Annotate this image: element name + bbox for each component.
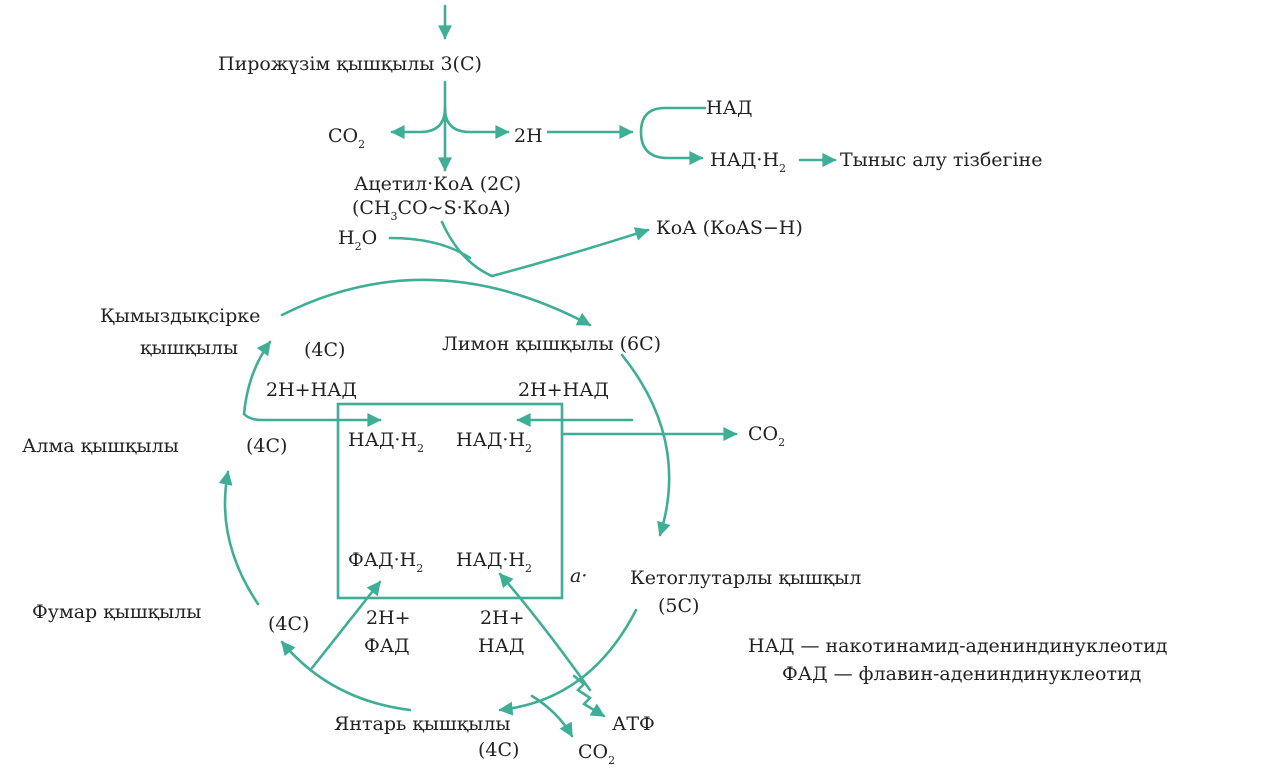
- label-2h-top: 2H: [514, 125, 543, 147]
- arrow-malate-to-oxaloacetate: [242, 340, 272, 416]
- label-coa: КоА (КоAS−Н): [656, 217, 803, 239]
- label-fumarate-c: (4С): [268, 613, 309, 635]
- box-nadh-2: НАД·Н2: [456, 429, 532, 455]
- label-malate: Алма қышқылы: [22, 435, 179, 457]
- box-fadh: ФАД·Н2: [348, 549, 423, 575]
- label-pyruvate: Пирожүзім қышқылы 3(С): [218, 53, 482, 75]
- arrow-coa-release: [490, 227, 650, 278]
- label-2h-nad2-2: НАД: [478, 635, 524, 657]
- label-2h-nad-right: 2Н+НАД: [518, 379, 609, 401]
- arrow-co2-bottom: [530, 694, 574, 738]
- arrow-oxaloacetate-to-citrate: [280, 278, 592, 327]
- label-a: a·: [570, 565, 587, 587]
- label-legend-nad: НАД — накотинамид-аденинди­нуклеотид: [748, 635, 1167, 657]
- label-citrate: Лимон қышқылы (6С): [442, 333, 661, 355]
- label-nad-top: НАД: [706, 97, 752, 119]
- label-acetyl-1: Ацетил·КоА (2С): [354, 173, 521, 195]
- arrow-to-2h: [443, 106, 510, 139]
- label-2h-fad-2: ФАД: [364, 635, 410, 657]
- label-fumarate: Фумар қышқылы: [32, 601, 201, 623]
- arrow-succinate-to-fumarate: [280, 640, 412, 712]
- label-acetyl-2: (СН3СО~S·КоА): [352, 197, 511, 223]
- arrow-acetyl-into-cycle: [440, 220, 494, 278]
- label-ketoglutarate-c: (5С): [658, 595, 699, 617]
- label-resp-chain: Тыныс алу тізбегіне: [840, 149, 1042, 171]
- label-oxaloacetate-c: (4С): [304, 339, 345, 361]
- label-legend-fad: ФАД — флавин-аденинди­нуклеотид: [782, 663, 1141, 685]
- arrow-citrate-to-ketoglutarate: [620, 353, 671, 537]
- arrow-2h-nad-bottom-into-box: [498, 572, 592, 692]
- arrow-atp: [572, 674, 606, 718]
- label-atp: АТФ: [612, 713, 655, 735]
- label-nadh-top: НАД·Н2: [710, 149, 786, 175]
- nad-bracket: [639, 106, 707, 165]
- label-ketoglutarate: Кетоглутарлы қышқыл: [630, 567, 861, 589]
- box-nadh-3: НАД·Н2: [456, 549, 532, 575]
- label-co2-top: CO2: [328, 125, 365, 151]
- label-2h-nad2-1: 2Н+: [480, 607, 525, 629]
- arrow-2h-fad-into-box: [310, 580, 382, 670]
- arrow-fumarate-to-malate: [218, 470, 260, 606]
- label-2h-nad-left: 2Н+НАД: [266, 379, 357, 401]
- label-oxaloacetate-1: Қымыздықсірке: [100, 305, 260, 327]
- arrow-2h-nad-left-into-box: [242, 412, 382, 427]
- label-co2-bottom: CO2: [578, 741, 615, 767]
- label-succinate-c: (4С): [478, 739, 519, 761]
- arrow-to-co2-top: [390, 106, 447, 139]
- label-oxaloacetate-2: қышқылы: [140, 337, 238, 359]
- label-malate-c: (4С): [246, 435, 287, 457]
- label-co2-right: CO2: [748, 423, 785, 449]
- label-2h-fad-1: 2Н+: [366, 607, 411, 629]
- label-h2o: Н2О: [338, 227, 377, 253]
- nadh-fadh-box: [336, 402, 564, 600]
- box-nadh-1: НАД·Н2: [348, 429, 424, 455]
- label-succinate: Янтарь қышқылы: [334, 713, 511, 735]
